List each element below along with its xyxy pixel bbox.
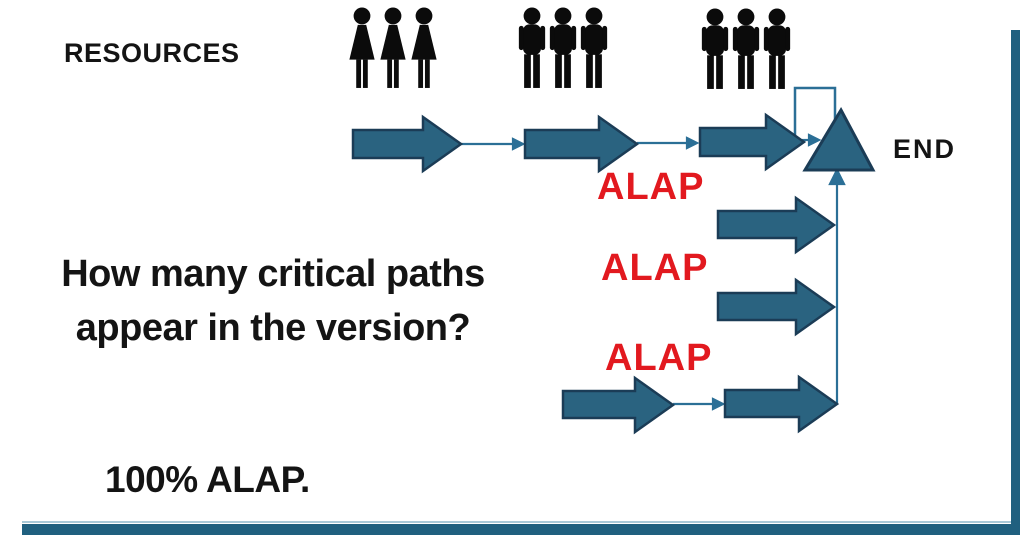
arrowhead-up-icon (828, 167, 846, 186)
arrowhead-icon (511, 137, 526, 151)
task-arrow (523, 114, 640, 174)
slide-border-right (1011, 30, 1020, 535)
male-person-icon (758, 8, 796, 90)
alap-label-3: ALAP (605, 337, 713, 379)
slide-border-bottom (22, 524, 1020, 535)
arrowhead-icon (685, 136, 700, 150)
task-arrow (716, 195, 837, 255)
end-milestone-triangle (802, 106, 876, 172)
resource-group-3 (696, 8, 796, 90)
task-arrow (716, 277, 837, 337)
resources-label: RESOURCES (64, 38, 240, 68)
slide-border-bottom-inner-line (22, 521, 1011, 523)
task-arrow (351, 114, 464, 174)
alap-label-2: ALAP (601, 247, 709, 289)
task-arrows (351, 112, 840, 435)
dependency-connectors (461, 133, 846, 411)
arrowhead-icon (711, 397, 726, 411)
end-label: END (893, 134, 957, 164)
conclusion-text: 100% ALAP. (105, 459, 310, 500)
task-arrow (698, 112, 807, 172)
task-arrow (723, 374, 840, 434)
alap-label-1: ALAP (597, 166, 705, 208)
female-person-icon (405, 7, 443, 89)
arrowhead-icon (807, 133, 822, 147)
task-arrow (561, 375, 676, 435)
resource-group-2 (513, 7, 613, 89)
resource-group-1 (343, 7, 443, 89)
male-person-icon (575, 7, 613, 89)
question-text: How many critical paths appear in the ve… (61, 253, 485, 349)
loop-connector-rectangle (793, 86, 837, 145)
